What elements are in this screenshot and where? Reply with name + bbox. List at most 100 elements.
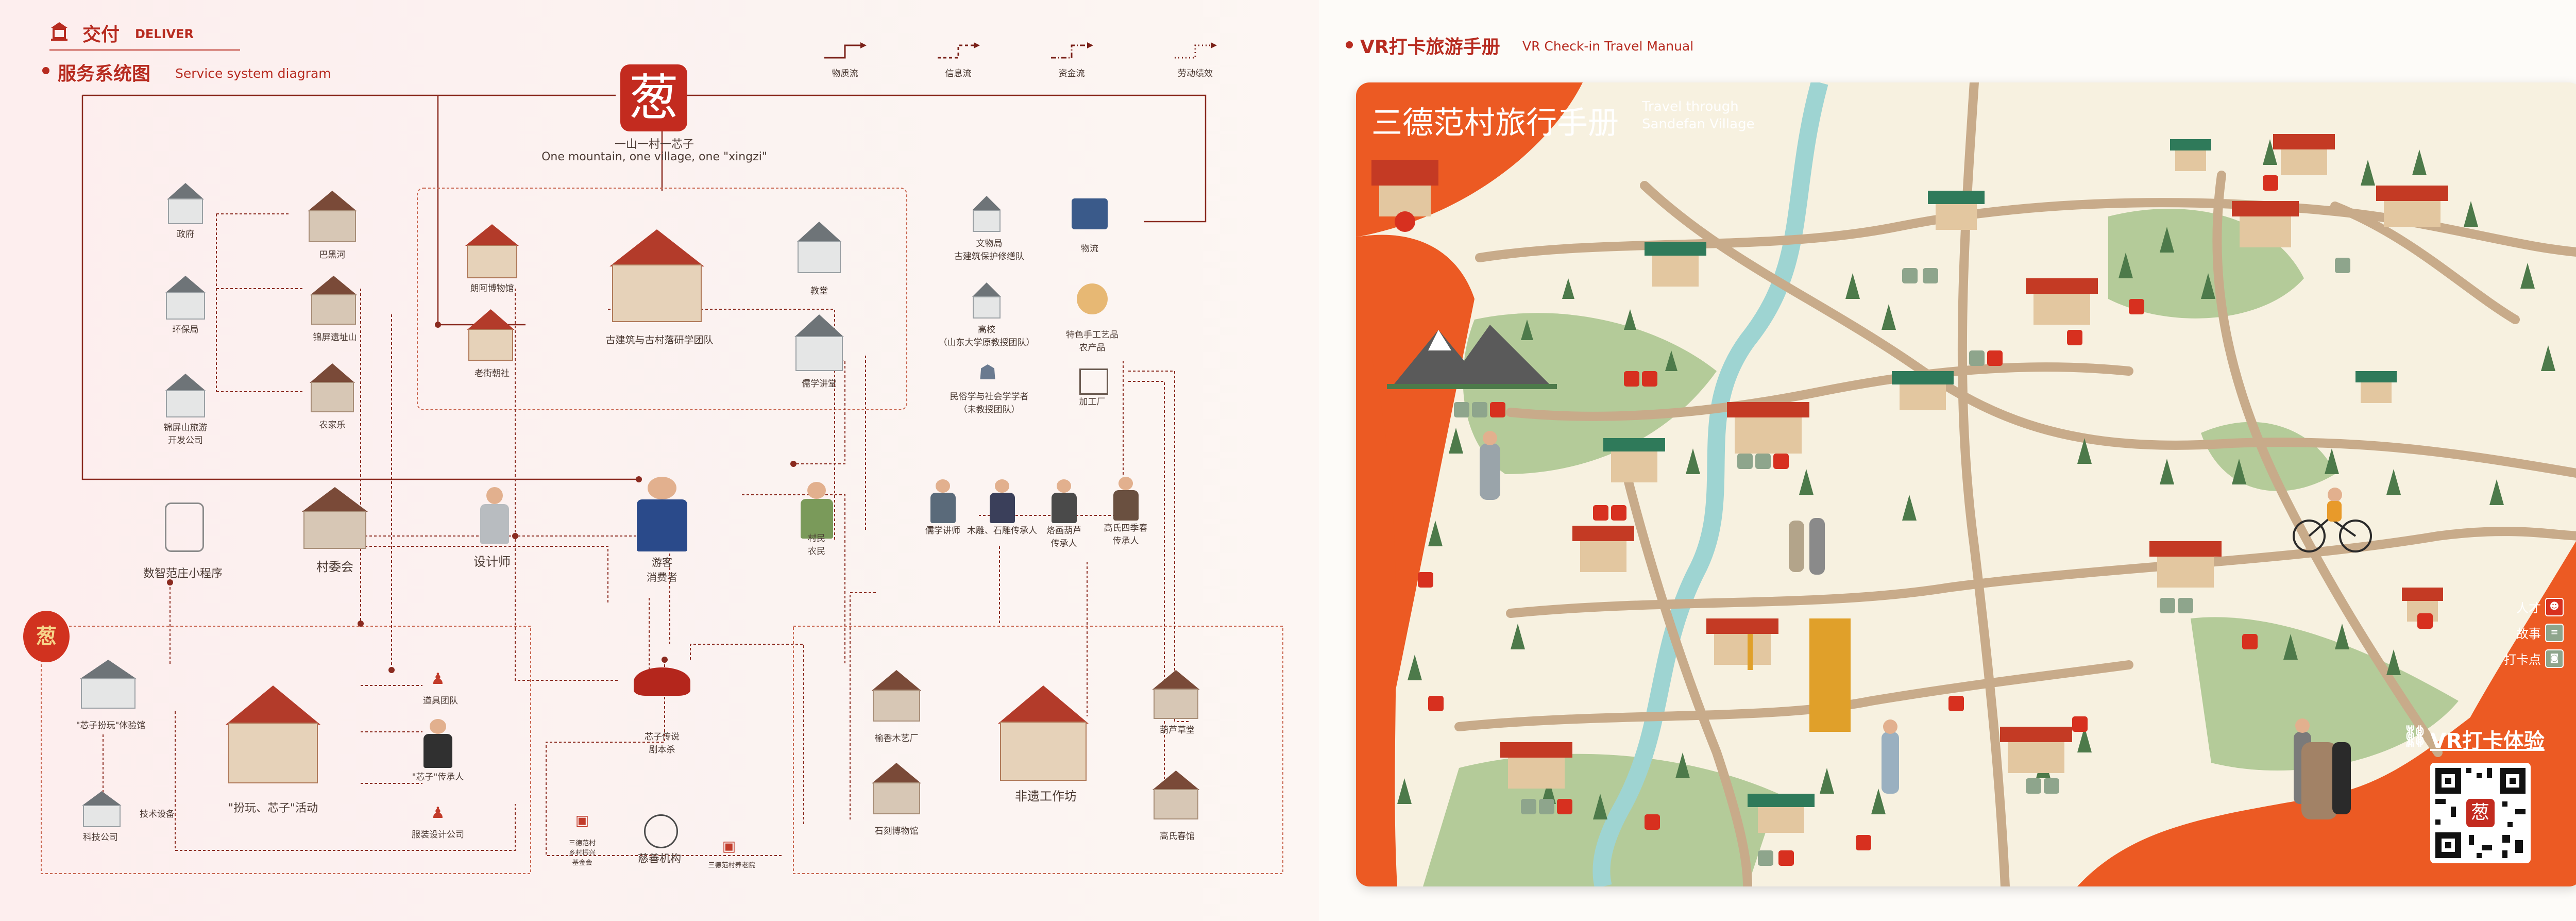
node-lecturer: 儒学讲师	[925, 526, 960, 536]
node-committee: 村委会	[316, 560, 353, 574]
node-lecture: 儒学讲堂	[802, 379, 837, 389]
legend-info: 信息流	[945, 69, 972, 79]
node-wood-factory: 榆香木艺厂	[874, 733, 919, 744]
manual-bullet	[1346, 41, 1353, 48]
diagram-title-en: Service system diagram	[175, 66, 331, 81]
node-designer: 设计师	[473, 555, 511, 569]
wood-factory-icon	[866, 670, 927, 722]
craft-products-icon	[1077, 283, 1108, 314]
factory-box-icon	[1079, 369, 1108, 395]
map-title-en-line1: Travel through	[1642, 99, 1739, 114]
node-costume: 服装设计公司	[412, 830, 464, 840]
museum-icon	[459, 224, 526, 278]
node-tourist: 游客 消费者	[647, 556, 677, 583]
env-bureau-icon	[160, 276, 211, 320]
phone-mini-program-icon	[165, 503, 204, 552]
title-bullet	[42, 67, 49, 74]
government-building-icon	[162, 183, 209, 224]
node-logistics: 物流	[1081, 244, 1098, 254]
node-farmer: 高氏四季春 传承人	[1104, 523, 1148, 546]
logo-slogan-cn: 一山一村一芯子	[614, 138, 694, 151]
jinping-icon	[304, 276, 363, 325]
map-title-cn: 三德范村旅行手册	[1371, 105, 1619, 141]
legend-labor: 劳动绩效	[1178, 69, 1213, 79]
node-gao-tea: 高氏春馆	[1160, 831, 1195, 842]
tourists-avatar	[626, 477, 698, 551]
old-temple-icon	[461, 309, 520, 361]
diagram-title-cn: 服务系统图	[58, 63, 151, 85]
node-troupe: 道具团队	[423, 696, 458, 706]
activity-performance-icon	[214, 685, 332, 783]
gourd-artist-avatar	[1046, 479, 1082, 523]
flow-legend: 物质流 信息流 资金流 劳动绩效	[804, 41, 1247, 82]
farmhouse-icon	[304, 363, 361, 412]
node-crowd1: 三德范村 乡村振兴 基金会	[568, 840, 596, 867]
node-gourd: 烙画葫芦 传承人	[1046, 526, 1081, 549]
node-old-temple: 老街朝社	[474, 369, 510, 379]
tech-company-icon	[77, 791, 126, 827]
costume-icon: ♟	[431, 804, 445, 822]
node-villager: 村民 农民	[808, 533, 825, 557]
node-art-hall: 葫芦草堂	[1160, 725, 1195, 735]
node-tech-dev: 技术设备	[140, 809, 175, 819]
vr-checkin-label[interactable]: VR打卡体验	[2430, 729, 2545, 753]
lecture-hall-icon	[788, 314, 850, 371]
gift-icon-2: ▣	[722, 838, 736, 855]
committee-building-icon	[294, 487, 376, 549]
stone-museum-icon	[866, 763, 927, 814]
church-icon	[791, 222, 848, 273]
house-icon	[49, 21, 67, 41]
logistics-truck-icon	[1072, 198, 1108, 229]
farmer-avatar	[1108, 477, 1144, 521]
vr-checkin-link-icon[interactable]: ⛓	[2402, 725, 2428, 748]
map-terrain	[1356, 82, 2576, 886]
scholars-icon: ☗	[978, 361, 997, 384]
node-workshop: 非遗工作坊	[1015, 789, 1077, 803]
node-charity: 慈善机构	[638, 852, 681, 865]
node-jinping: 锦屏遗址山	[313, 332, 357, 343]
art-hall-icon	[1146, 670, 1206, 719]
charity-handshake-icon	[644, 814, 678, 848]
villager-avatar	[793, 482, 840, 539]
troupe-icon: ♟	[431, 670, 445, 688]
manual-title-cn: VR打卡旅游手册	[1360, 37, 1500, 58]
workshop-icon	[987, 685, 1100, 781]
node-stone-museum: 石刻博物馆	[874, 826, 919, 836]
stack-icon: ≡	[2545, 624, 2564, 642]
college-icon	[969, 282, 1005, 319]
node-folk: 民俗学与社会学学者 （未教授团队）	[950, 392, 1029, 415]
map-title-en-line2: Sandefan Village	[1642, 116, 1755, 132]
node-tech-co: 科技公司	[83, 832, 118, 843]
service-diagram-panel	[0, 0, 1319, 921]
node-xz-hall: "芯子扮玩"体验馆	[76, 721, 146, 731]
legend-funds: 资金流	[1058, 69, 1085, 79]
node-crowd2: 三德范村养老院	[708, 862, 755, 869]
script-hat-icon	[634, 667, 690, 696]
manual-title-en: VR Check-in Travel Manual	[1522, 39, 1694, 54]
node-college: 高校 （山东大学原教授团队）	[938, 325, 1035, 348]
vr-qr-code[interactable]: 葱	[2430, 763, 2531, 863]
node-bali: 巴黑河	[319, 250, 346, 260]
logo-slogan-en: One mountain, one village, one "xingzi"	[541, 150, 767, 163]
node-mini: 数智范庄小程序	[143, 567, 223, 580]
dev-company-icon	[160, 374, 211, 417]
heir-avatar	[417, 719, 459, 768]
ancient-complex-icon	[598, 229, 716, 322]
node-xz-script: 芯子传说 剧本杀	[645, 732, 680, 755]
designer-avatar	[474, 487, 515, 544]
svg-text:葱: 葱	[2471, 802, 2489, 823]
village-map[interactable]: 三德范村旅行手册 Travel through Sandefan Village…	[1356, 82, 2576, 886]
gao-tea-icon	[1146, 771, 1206, 819]
diagram-connectors	[41, 93, 1283, 874]
node-dev: 锦屏山旅游 开发公司	[163, 423, 208, 446]
gift-icon: ▣	[575, 812, 589, 829]
header-divider	[49, 49, 240, 51]
node-craft: 特色手工艺品 农产品	[1066, 330, 1118, 353]
node-carver: 木雕、石雕传承人	[967, 526, 1037, 536]
lecturer-avatar	[925, 479, 961, 523]
legend-material: 物质流	[832, 69, 858, 79]
node-church: 教堂	[810, 286, 828, 296]
node-museum: 朗阿博物馆	[470, 283, 514, 294]
node-gov: 政府	[177, 229, 194, 240]
section-title-cn: 交付	[82, 24, 120, 45]
